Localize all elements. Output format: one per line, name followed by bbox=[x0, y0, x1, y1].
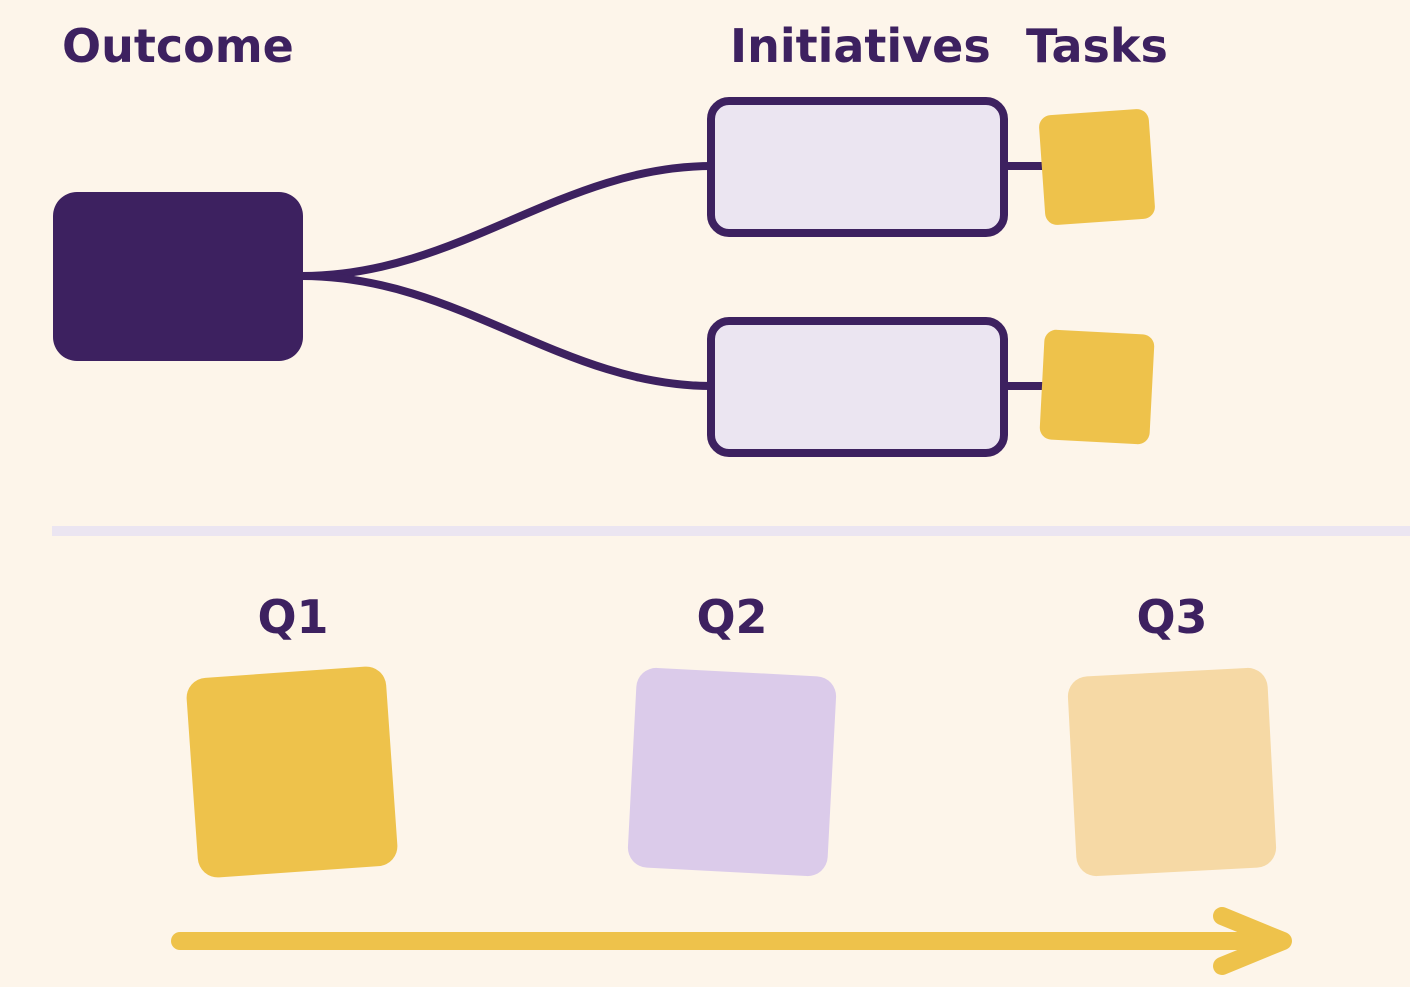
quarter-label-q1: Q1 bbox=[257, 590, 328, 644]
section-divider bbox=[52, 526, 1410, 536]
initiative-box-1 bbox=[707, 97, 1008, 237]
quarter-card-q1 bbox=[186, 666, 398, 878]
initiative-box-2 bbox=[707, 317, 1008, 457]
task-square-2 bbox=[1039, 329, 1155, 445]
tasks-header: Tasks bbox=[1026, 19, 1168, 73]
initiatives-header: Initiatives bbox=[730, 19, 991, 73]
outcome-box bbox=[53, 192, 303, 361]
connector-outcome-initiative-2 bbox=[301, 272, 713, 390]
timeline-arrow-head bbox=[1213, 907, 1292, 975]
task-square-1 bbox=[1039, 109, 1155, 225]
outcome-header: Outcome bbox=[62, 19, 294, 73]
connector-outcome-initiative-1 bbox=[301, 162, 713, 280]
quarter-card-q3 bbox=[1067, 667, 1277, 877]
quarter-label-q2: Q2 bbox=[696, 590, 767, 644]
quarter-card-q2 bbox=[627, 667, 837, 877]
quarter-label-q3: Q3 bbox=[1136, 590, 1207, 644]
